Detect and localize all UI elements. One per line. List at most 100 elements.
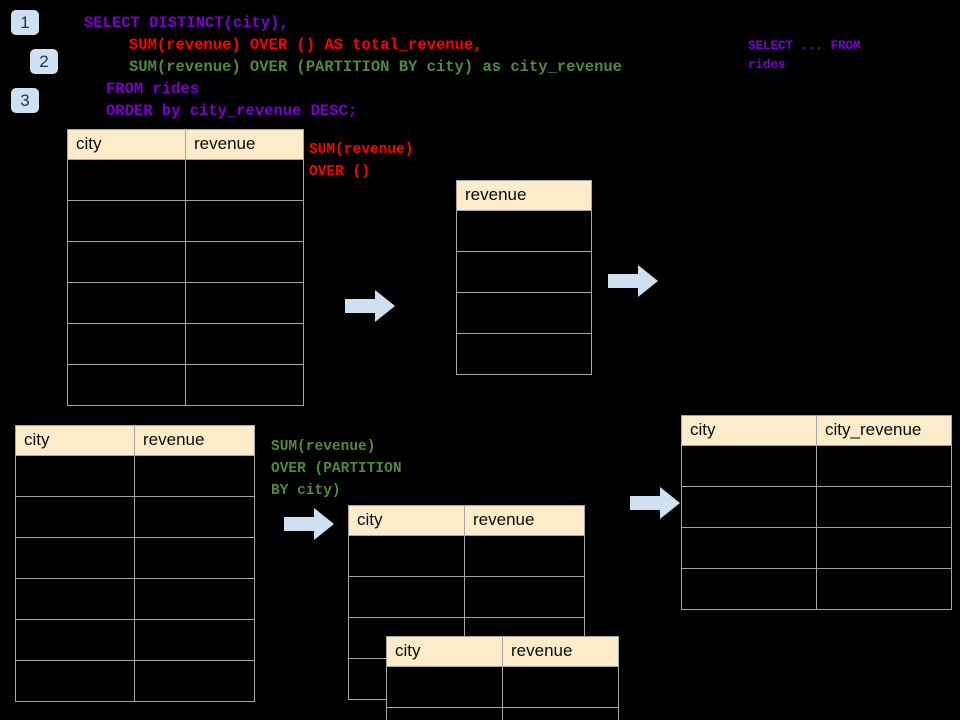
cell-revenue — [134, 455, 255, 497]
sql-line-total-revenue: SUM(revenue) OVER () AS total_revenue, — [129, 36, 483, 54]
table-rides-source-bottom: city revenue — [15, 425, 255, 702]
annotation-city-revenue: SUM(revenue) OVER (PARTITION BY city) — [271, 439, 402, 499]
table-header-row: city city_revenue — [681, 415, 952, 446]
table-row — [15, 660, 255, 702]
column-header-city: city — [67, 129, 186, 160]
cell-revenue — [134, 619, 255, 661]
step-badge-2: 2 — [30, 49, 58, 74]
cell-revenue — [134, 537, 255, 579]
cell-city — [67, 282, 186, 324]
column-header-revenue: revenue — [464, 505, 585, 536]
table-row — [681, 486, 952, 528]
table-row — [15, 578, 255, 620]
table-header-row: revenue — [456, 180, 592, 211]
cell-revenue — [185, 282, 304, 324]
arrow-source-to-partition — [284, 508, 334, 540]
sql-line-select: SELECT DISTINCT(city), — [84, 14, 289, 32]
table-row — [15, 537, 255, 579]
cell-city-revenue — [816, 568, 952, 610]
sql-line-from: FROM rides — [106, 80, 200, 98]
column-header-revenue: revenue — [502, 636, 619, 667]
column-header-city: city — [386, 636, 503, 667]
cell-revenue — [502, 707, 619, 720]
table-row — [456, 251, 592, 293]
cell-revenue — [185, 159, 304, 201]
cell-city — [15, 578, 135, 620]
cell-city — [67, 200, 186, 242]
cell-city — [67, 159, 186, 201]
cell-city — [348, 535, 465, 577]
cell-city — [681, 568, 817, 610]
cell-city — [15, 537, 135, 579]
cell-revenue — [185, 200, 304, 242]
table-row — [348, 535, 585, 577]
annotation-source-label: SELECT ... FROM rides — [748, 39, 861, 72]
cell-city — [15, 619, 135, 661]
table-row — [681, 527, 952, 569]
cell-revenue — [456, 333, 592, 375]
cell-city — [386, 666, 503, 708]
table-row — [456, 210, 592, 252]
table-row — [456, 333, 592, 375]
cell-city — [15, 455, 135, 497]
cell-city-revenue — [816, 527, 952, 569]
cell-revenue — [134, 578, 255, 620]
table-row — [67, 282, 304, 324]
table-row — [386, 666, 619, 708]
cell-revenue — [456, 210, 592, 252]
cell-city — [681, 527, 817, 569]
arrow-source-to-total — [345, 290, 395, 322]
step-badge-1: 1 — [11, 10, 39, 35]
table-row — [15, 455, 255, 497]
table-row — [456, 292, 592, 334]
cell-revenue — [464, 535, 585, 577]
table-partition-group-front: city revenue — [386, 636, 619, 720]
cell-city — [681, 486, 817, 528]
table-header-row: city revenue — [386, 636, 619, 667]
table-rides-source-top: city revenue — [67, 129, 304, 406]
table-row — [681, 568, 952, 610]
annotation-total-revenue: SUM(revenue) OVER () — [309, 142, 414, 180]
cell-city — [67, 323, 186, 365]
table-row — [67, 364, 304, 406]
cell-revenue — [185, 323, 304, 365]
cell-revenue — [185, 364, 304, 406]
cell-city — [681, 445, 817, 487]
cell-revenue — [502, 666, 619, 708]
cell-city — [15, 660, 135, 702]
column-header-city-revenue: city_revenue — [816, 415, 952, 446]
cell-revenue — [456, 251, 592, 293]
column-header-city: city — [15, 425, 135, 456]
step-badge-3: 3 — [11, 88, 39, 113]
cell-city-revenue — [816, 445, 952, 487]
table-header-row: city revenue — [15, 425, 255, 456]
cell-revenue — [185, 241, 304, 283]
cell-city-revenue — [816, 486, 952, 528]
table-total-revenue: revenue — [456, 180, 592, 375]
table-row — [386, 707, 619, 720]
table-row — [15, 619, 255, 661]
cell-city — [67, 241, 186, 283]
cell-revenue — [464, 576, 585, 618]
table-row — [67, 159, 304, 201]
column-header-city: city — [348, 505, 465, 536]
sql-line-order-by: ORDER by city_revenue DESC; — [106, 102, 358, 120]
cell-revenue — [134, 496, 255, 538]
column-header-revenue: revenue — [134, 425, 255, 456]
cell-city — [386, 707, 503, 720]
table-row — [67, 200, 304, 242]
column-header-revenue: revenue — [456, 180, 592, 211]
sql-line-city-revenue: SUM(revenue) OVER (PARTITION BY city) as… — [129, 58, 622, 76]
table-header-row: city revenue — [67, 129, 304, 160]
column-header-revenue: revenue — [185, 129, 304, 160]
table-row — [67, 241, 304, 283]
cell-revenue — [456, 292, 592, 334]
arrow-total-to-result — [608, 265, 658, 297]
table-row — [348, 576, 585, 618]
arrow-partition-to-result — [630, 487, 680, 519]
table-final-result: city city_revenue — [681, 415, 952, 610]
table-row — [681, 445, 952, 487]
cell-city — [348, 576, 465, 618]
column-header-city: city — [681, 415, 817, 446]
